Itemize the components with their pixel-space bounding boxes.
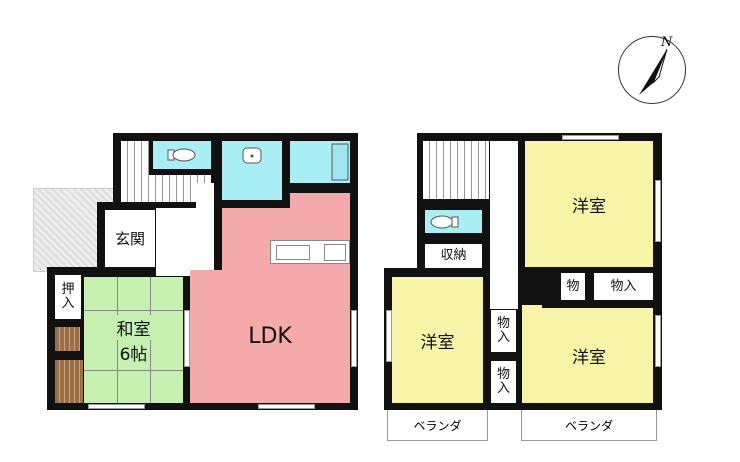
window: [184, 310, 190, 367]
window: [386, 310, 392, 362]
tokonoma: [55, 360, 83, 403]
closet-small: 物: [561, 273, 585, 300]
western-room-south-ext: [522, 305, 542, 403]
closet-west-2-label: 物入: [496, 367, 510, 396]
closet-west-1: 物入: [491, 310, 516, 352]
closet-label: 押入: [61, 282, 75, 311]
western-room-west: 洋室: [392, 277, 483, 403]
toilet-2f: [425, 210, 482, 233]
storage-label: 収納: [440, 248, 467, 263]
window: [88, 404, 145, 409]
ldk-label: LDK: [248, 324, 292, 349]
window: [655, 180, 661, 242]
entrance: 玄関: [105, 210, 155, 267]
window: [351, 310, 357, 367]
hallway-2f: [490, 141, 518, 309]
bathroom: [290, 141, 350, 183]
balcony-east: ベランダ: [521, 410, 657, 441]
kitchen-counter: [270, 240, 350, 264]
closet-west-2: 物入: [491, 361, 516, 403]
ldk-top-right: [290, 193, 350, 213]
toilet-icon: [167, 148, 196, 162]
alcove-shelf: [55, 327, 80, 351]
stairs-2f: [423, 141, 489, 199]
toilet-icon: [430, 215, 459, 228]
sink-icon: [242, 147, 262, 164]
washitsu-label: 和室: [116, 315, 151, 340]
hallway-1f-upper: [196, 183, 214, 209]
closet-small-label: 物: [566, 278, 580, 294]
western-room-south: 洋室: [525, 308, 653, 403]
window: [562, 135, 619, 140]
washitsu-size: 6帖: [119, 340, 148, 365]
toilet-1f: [153, 141, 211, 169]
window: [258, 404, 315, 409]
closet-north-label: 物入: [610, 278, 637, 294]
stove-icon: [324, 244, 346, 261]
balcony-west-label: ベランダ: [413, 418, 462, 433]
compass-north-label: N: [661, 35, 673, 50]
kitchen-sink-icon: [276, 245, 310, 260]
room-north-label: 洋室: [572, 196, 606, 217]
north-compass: N: [618, 35, 686, 104]
entrance-label: 玄関: [114, 230, 145, 248]
hallway-1f: [156, 208, 214, 276]
balcony-west: ベランダ: [387, 410, 488, 441]
closet-north: 物入: [594, 273, 653, 300]
room-south-label: 洋室: [572, 348, 606, 368]
washroom: [222, 141, 282, 200]
storage: 収納: [425, 244, 482, 268]
bathtub-icon: [331, 143, 349, 181]
closet-oshiire: 押入: [55, 275, 81, 319]
western-room-north: 洋室: [525, 141, 653, 267]
window: [655, 315, 661, 367]
ldk: LDK: [190, 270, 350, 403]
washitsu: 和室 6帖: [84, 277, 183, 403]
room-west-label: 洋室: [420, 332, 455, 353]
balcony-east-label: ベランダ: [564, 418, 613, 433]
north-arrow-icon: [639, 48, 668, 95]
closet-west-1-label: 物入: [496, 316, 510, 345]
